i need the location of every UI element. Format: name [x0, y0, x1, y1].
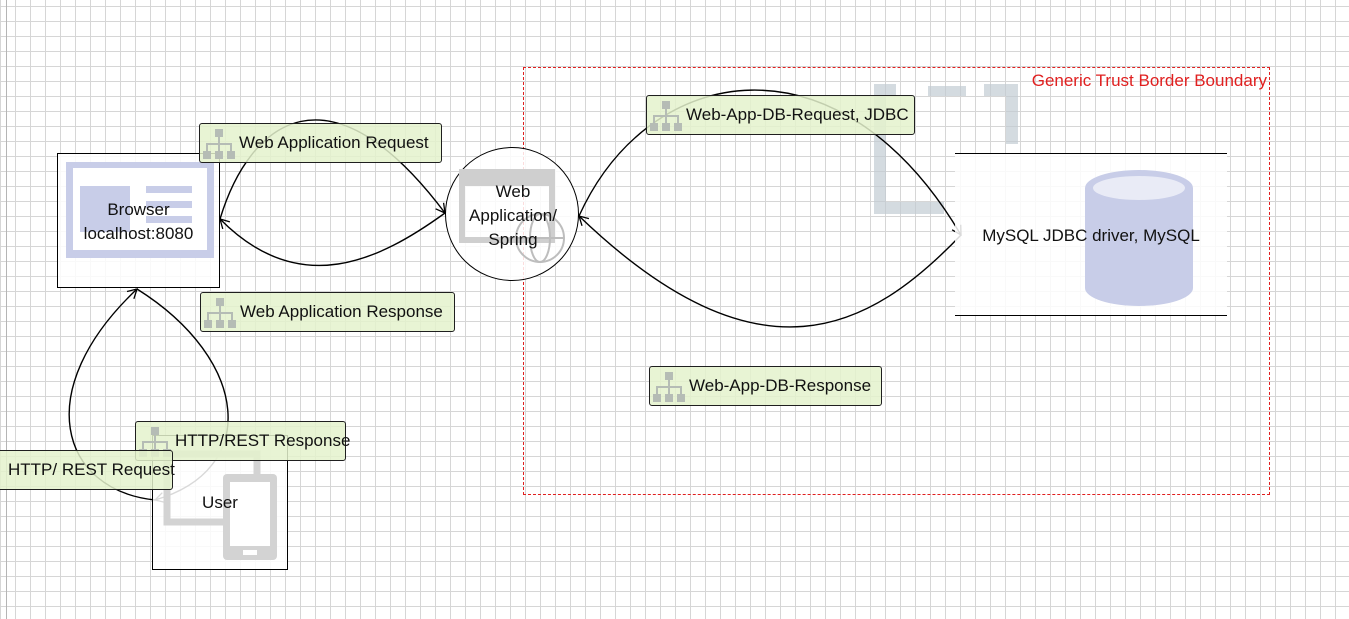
dataflow-icon: [203, 129, 235, 159]
dataflow-icon: [653, 372, 685, 402]
web-application-label-line3: Spring: [488, 230, 538, 249]
flow-db-request-label: Web-App-DB-Request, JDBC: [686, 105, 909, 124]
browser-label: Browser localhost:8080: [58, 198, 219, 246]
flow-web-app-response[interactable]: Web Application Response: [200, 292, 455, 332]
database-label: MySQL JDBC driver, MySQL: [982, 226, 1200, 245]
flow-db-request[interactable]: Web-App-DB-Request, JDBC: [646, 95, 915, 135]
browser-label-line2: localhost:8080: [83, 224, 194, 243]
web-app-icon: [459, 169, 565, 263]
browser-node[interactable]: Browser localhost:8080: [57, 153, 220, 288]
dataflow-icon: [204, 298, 236, 328]
database-node[interactable]: MySQL JDBC driver, MySQL: [955, 153, 1227, 316]
trust-boundary-label: Generic Trust Border Boundary: [1031, 71, 1267, 90]
flow-web-app-request-label: Web Application Request: [239, 133, 429, 152]
web-application-label-line1: Web: [495, 182, 531, 201]
web-application-label: Web Application/ Spring: [446, 180, 580, 252]
db-request-connector: [578, 89, 962, 237]
flow-web-app-request[interactable]: Web Application Request: [199, 123, 442, 163]
flow-http-rest-request-label: HTTP/ REST Request: [8, 460, 175, 479]
browser-window-icon: [66, 162, 214, 258]
http-rest-request-connector: [68, 288, 156, 501]
web-application-node[interactable]: Web Application/ Spring: [445, 147, 579, 281]
database-cylinder-icon: [1085, 170, 1193, 306]
web-app-response-connector: [219, 212, 446, 267]
flow-http-rest-request[interactable]: HTTP/ REST Request: [0, 450, 175, 490]
flow-db-response[interactable]: Web-App-DB-Response: [649, 366, 882, 406]
browser-label-line1: Browser: [107, 200, 170, 219]
flow-web-app-response-label: Web Application Response: [240, 302, 443, 321]
trust-boundary[interactable]: Generic Trust Border Boundary: [523, 67, 1270, 495]
flow-db-response-label: Web-App-DB-Response: [689, 376, 872, 395]
db-response-connector: [578, 215, 962, 328]
flow-http-rest-response-label: HTTP/REST Response: [175, 431, 351, 450]
canvas-left-edge: [6, 0, 7, 619]
user-label: User: [202, 493, 238, 512]
dataflow-icon: [650, 101, 682, 131]
web-app-request-connector: [219, 119, 446, 220]
web-application-label-line2: Application/: [469, 206, 557, 225]
